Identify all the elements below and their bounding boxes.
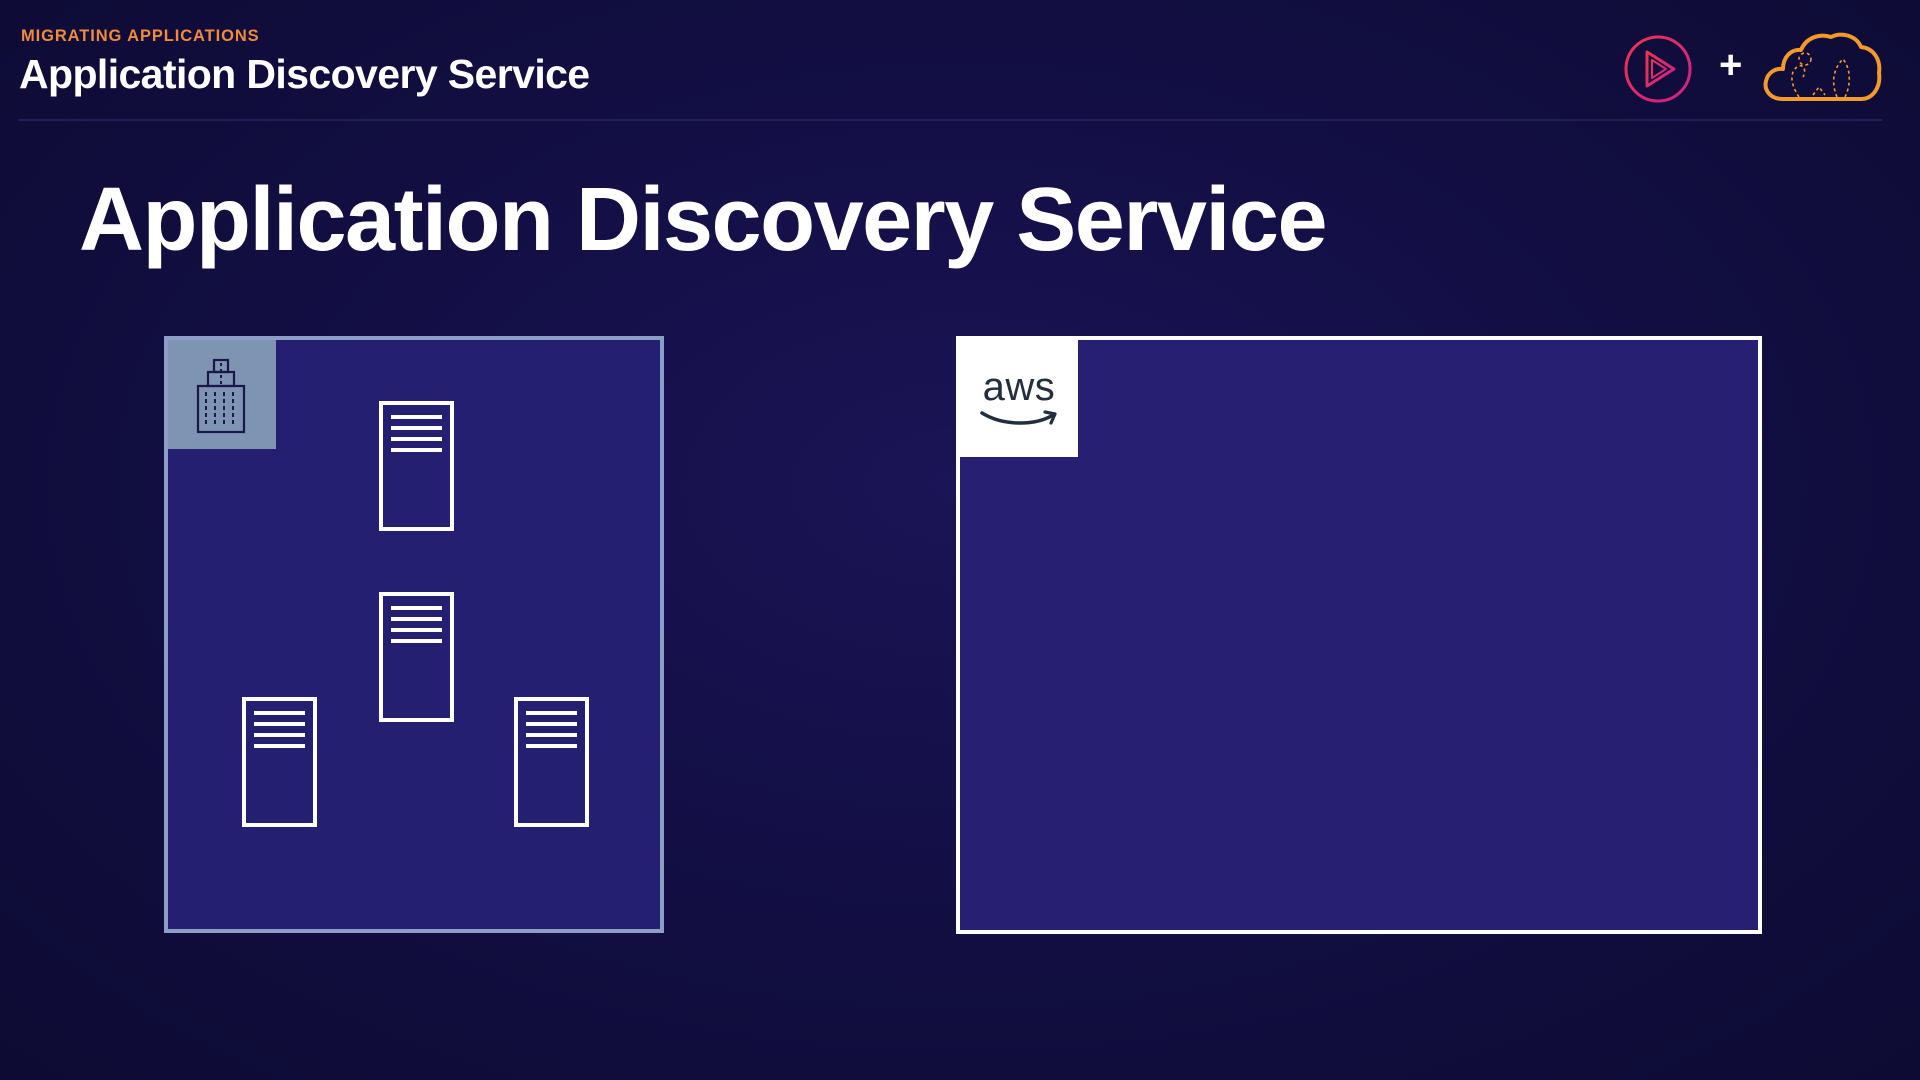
cloud-logo-icon bbox=[1763, 32, 1882, 101]
on-premises-badge bbox=[168, 340, 276, 449]
server-icon bbox=[242, 697, 317, 827]
header-title: Application Discovery Service bbox=[19, 51, 590, 97]
aws-smile-icon bbox=[980, 410, 1057, 425]
server-icon bbox=[379, 592, 454, 722]
header-divider bbox=[19, 119, 1882, 121]
slide-title: Application Discovery Service bbox=[79, 170, 1328, 270]
aws-logo: aws bbox=[960, 340, 1078, 457]
building-icon bbox=[196, 358, 246, 434]
section-label: MIGRATING APPLICATIONS bbox=[21, 27, 260, 45]
brand-logos: + bbox=[1620, 29, 1888, 107]
aws-wordmark: aws bbox=[982, 365, 1056, 409]
plus-separator: + bbox=[1719, 43, 1743, 87]
server-icon bbox=[514, 697, 589, 827]
play-logo-icon bbox=[1624, 35, 1692, 103]
server-icon bbox=[379, 401, 454, 531]
on-premises-panel bbox=[164, 336, 664, 933]
aws-cloud-panel: aws bbox=[956, 336, 1762, 934]
